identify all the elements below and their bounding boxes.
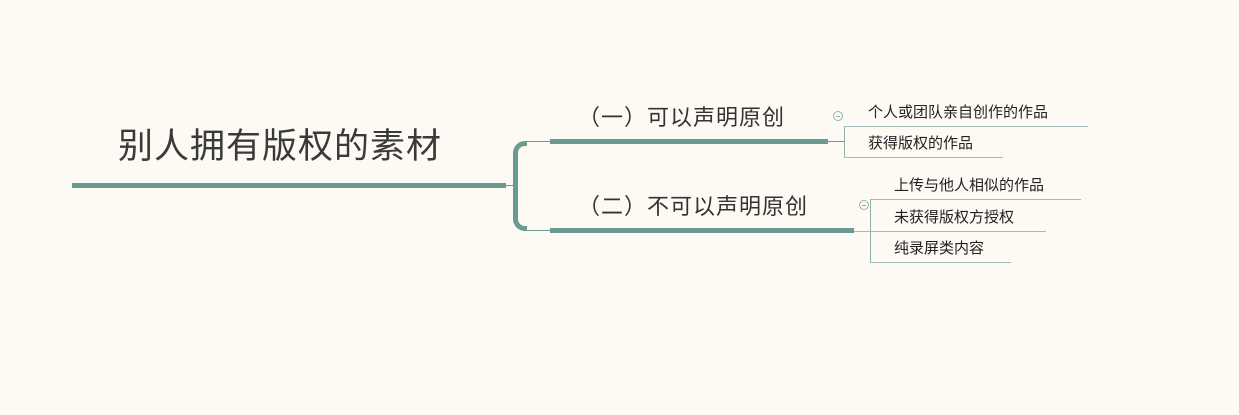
collapse-minus-icon[interactable]	[859, 200, 869, 210]
root-underline	[72, 183, 506, 188]
leaf-topic[interactable]: 获得版权的作品	[868, 134, 974, 152]
branch-2-underline	[550, 228, 854, 233]
connector-branch-1	[525, 141, 550, 142]
leaf-topic[interactable]: 个人或团队亲自创作的作品	[868, 103, 1049, 121]
leaf-underline	[844, 157, 1003, 158]
branch-1-connector	[828, 141, 844, 142]
root-connector	[506, 185, 515, 186]
leaf-underline	[854, 231, 1046, 232]
leaf-underline	[870, 262, 1011, 263]
connector-branch-2	[525, 230, 550, 231]
leaf-topic[interactable]: 上传与他人相似的作品	[894, 176, 1045, 194]
branch-1-underline	[550, 139, 828, 144]
collapse-minus-icon[interactable]	[833, 111, 843, 121]
branch-topic-1[interactable]: （一）可以声明原创	[578, 106, 786, 131]
leaf-underline	[844, 126, 1088, 127]
leaf-underline	[870, 199, 1081, 200]
leaf-topic[interactable]: 未获得版权方授权	[894, 208, 1015, 226]
root-topic[interactable]: 别人拥有版权的素材	[118, 127, 443, 167]
branch-topic-2[interactable]: （二）不可以声明原创	[578, 195, 809, 220]
leaf-topic[interactable]: 纯录屏类内容	[894, 239, 985, 257]
branch-bracket	[513, 141, 527, 231]
branch-1-children-vline	[844, 126, 845, 158]
branch-2-children-vline	[870, 199, 871, 262]
